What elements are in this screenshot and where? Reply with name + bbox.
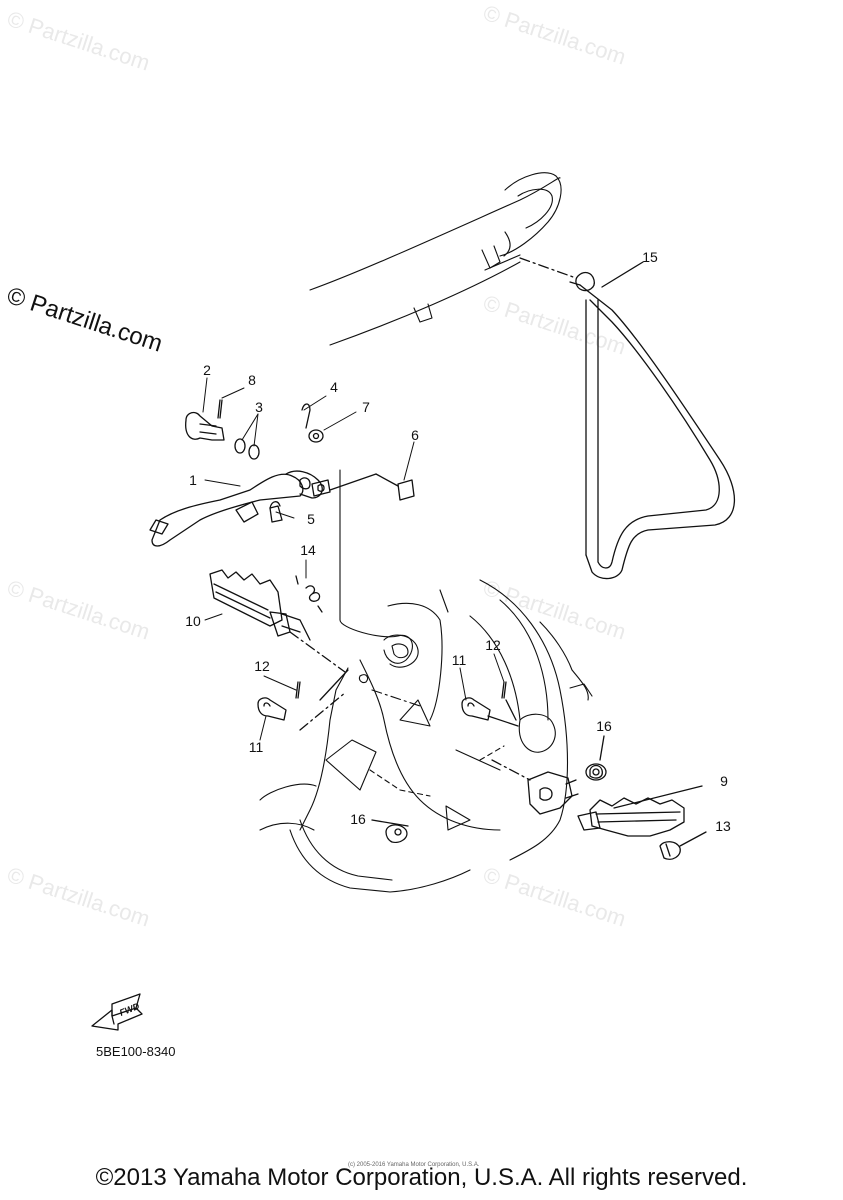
callout-13: 13 (715, 818, 731, 834)
left-bolt-pin (257, 669, 349, 731)
frame-outline (259, 469, 593, 893)
brake-pedal (149, 470, 331, 547)
side-stand (519, 257, 736, 580)
callout-12-left: 12 (254, 658, 270, 674)
diagram-code: 5BE100-8340 (96, 1044, 176, 1059)
spring (281, 575, 323, 641)
callout-11-left: 11 (248, 739, 264, 755)
callout-6: 6 (411, 427, 419, 443)
callout-11-right: 11 (451, 652, 467, 668)
callout-2: 2 (203, 362, 211, 378)
callout-12-right: 12 (485, 637, 501, 653)
callout-3: 3 (255, 399, 263, 415)
small-copyright: (c) 2005-2016 Yamaha Motor Corporation, … (348, 1162, 480, 1168)
callout-9: 9 (720, 773, 728, 789)
callout-15: 15 (642, 249, 658, 265)
callout-7: 7 (362, 399, 370, 415)
fender-outline (309, 172, 562, 346)
callout-10: 10 (185, 613, 201, 629)
pivot-shaft (185, 399, 415, 501)
right-bolt-pin (461, 681, 519, 727)
callout-1: 1 (189, 472, 197, 488)
left-footrest (209, 569, 346, 673)
callout-16-left: 16 (350, 811, 366, 827)
callout-8: 8 (248, 372, 256, 388)
fwd-arrow-icon: FWD (91, 993, 143, 1031)
right-footrest (371, 735, 707, 860)
callout-4: 4 (330, 379, 338, 395)
callout-5: 5 (307, 511, 315, 527)
leader-lines (202, 377, 505, 741)
footer-copyright: ©2013 Yamaha Motor Corporation, U.S.A. A… (95, 1164, 748, 1191)
callout-14: 14 (300, 542, 316, 558)
callout-16-right: 16 (596, 718, 612, 734)
